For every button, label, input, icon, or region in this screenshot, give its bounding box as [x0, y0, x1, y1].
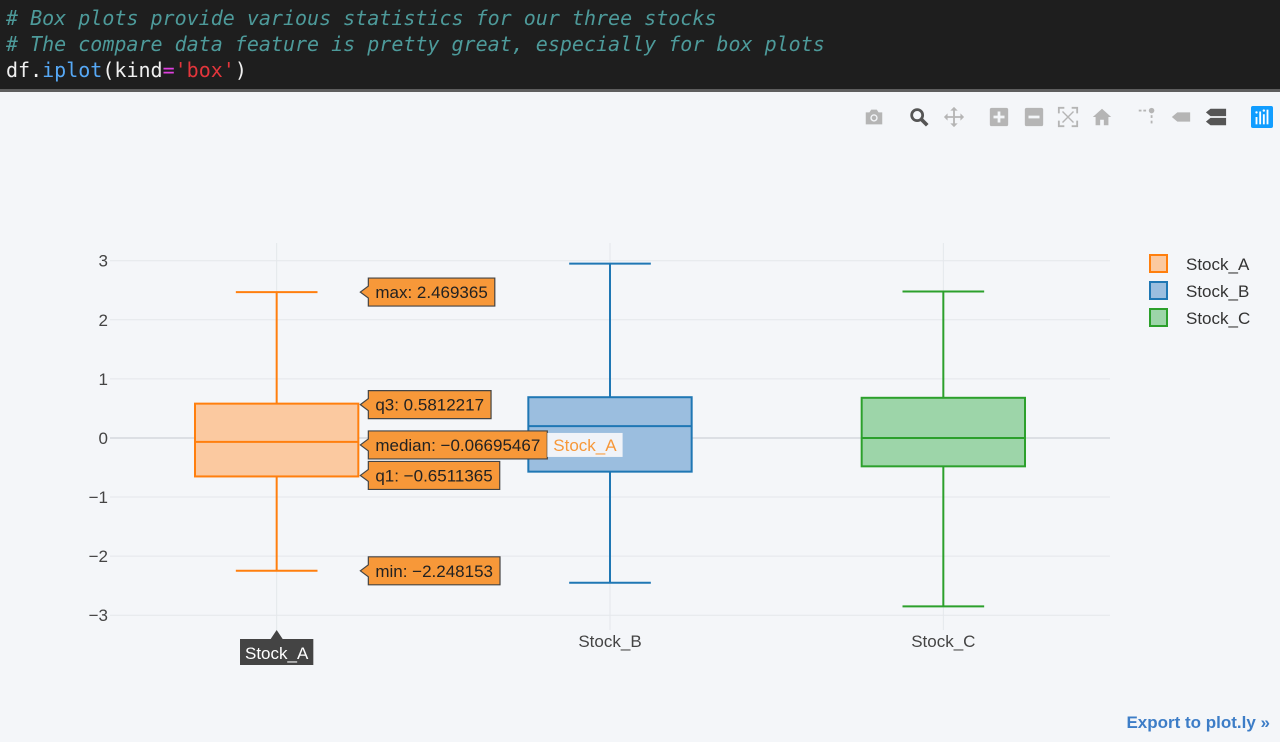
hover-closest-icon[interactable] — [1168, 104, 1194, 130]
zoom-out-icon[interactable] — [1021, 104, 1047, 130]
plotly-logo-icon[interactable] — [1249, 104, 1275, 130]
y-tick-label: −2 — [89, 547, 108, 566]
hover-tip-label: min: −2.248153 — [375, 562, 493, 581]
x-tick-label: Stock_B — [578, 632, 641, 651]
hover-tip-box — [359, 277, 496, 307]
code-eq: = — [162, 58, 175, 82]
legend-item-stock_a[interactable]: Stock_A — [1149, 254, 1250, 274]
hover-tip-box — [359, 460, 501, 491]
hover-axis-label-text: Stock_A — [245, 644, 309, 663]
legend[interactable]: Stock_A Stock_B Stock_C — [1149, 254, 1250, 328]
y-tick-label: 3 — [99, 252, 108, 271]
code-dot: . — [30, 58, 43, 82]
axis-labels: 3 2 1 0 −1 −2 −3 Stock_A Stock_B Stock_C — [89, 252, 976, 651]
box-trace-stock_c[interactable] — [860, 290, 1027, 608]
hover-tip-label: median: −0.06695467 — [375, 436, 540, 455]
hover-tip-max: max: 2.469365 — [359, 277, 496, 307]
hover-tip-box — [359, 430, 548, 460]
legend-swatch — [1149, 281, 1168, 300]
modebar — [855, 104, 1280, 132]
hover-trace-name-bg — [547, 432, 623, 457]
x-tick-label: Stock_C — [911, 632, 975, 651]
zoom-icon[interactable] — [906, 104, 932, 130]
code-comment-2: # The compare data feature is pretty gre… — [6, 32, 825, 56]
hover-axis-label-box — [240, 630, 314, 665]
hover-axis-label: Stock_A — [240, 630, 314, 665]
code-cell[interactable]: # Box plots provide various statistics f… — [0, 0, 1280, 92]
legend-item-stock_b[interactable]: Stock_B — [1149, 281, 1249, 301]
export-to-plotly-link[interactable]: Export to plot.ly » — [1126, 713, 1270, 732]
hover-tip-box — [359, 390, 492, 420]
box-trace-stock_b[interactable] — [527, 262, 693, 584]
legend-label: Stock_B — [1186, 282, 1249, 301]
pan-icon[interactable] — [941, 104, 967, 130]
box-trace-stock_a[interactable] — [194, 291, 360, 572]
hover-tooltips: max: 2.469365 q3: 0.5812217 median: −0.066… — [240, 277, 623, 665]
hover-trace-name: Stock_A — [553, 436, 617, 455]
legend-swatch — [1149, 254, 1168, 273]
hover-tip-median: median: −0.06695467 Stock_A — [359, 430, 623, 460]
hover-tip-label: q1: −0.6511365 — [375, 466, 492, 485]
camera-icon[interactable] — [861, 104, 887, 130]
reset-axes-icon[interactable] — [1089, 104, 1115, 130]
iqr-box — [860, 396, 1027, 468]
code-str: 'box' — [174, 58, 235, 82]
y-tick-label: 2 — [99, 311, 108, 330]
autoscale-icon[interactable] — [1055, 104, 1081, 130]
iqr-box — [194, 402, 360, 478]
code-close: ) — [234, 58, 247, 82]
zoom-in-icon[interactable] — [986, 104, 1012, 130]
y-tick-label: 0 — [99, 429, 108, 448]
code-comment-1: # Box plots provide various statistics f… — [6, 6, 717, 30]
legend-swatch — [1149, 308, 1168, 327]
y-tick-label: 1 — [99, 370, 108, 389]
code-open: (kind — [102, 58, 163, 82]
hover-tip-q3: q3: 0.5812217 — [359, 390, 492, 420]
legend-item-stock_c[interactable]: Stock_C — [1149, 308, 1250, 328]
hover-tip-box — [359, 556, 501, 586]
hover-tip-label: q3: 0.5812217 — [375, 396, 484, 415]
hover-compare-icon[interactable] — [1203, 104, 1229, 130]
code-df: df — [6, 58, 31, 82]
y-tick-label: −1 — [89, 488, 108, 507]
y-tick-label: −3 — [89, 606, 108, 625]
code-func: iplot — [42, 58, 103, 82]
hover-tip-min: min: −2.248153 — [359, 556, 501, 586]
legend-label: Stock_A — [1186, 255, 1250, 274]
spike-lines-icon[interactable] — [1134, 104, 1160, 130]
legend-label: Stock_C — [1186, 309, 1250, 328]
hover-tip-label: max: 2.469365 — [375, 283, 487, 302]
hover-tip-q1: q1: −0.6511365 — [359, 460, 501, 491]
code-statement: df.iplot(kind='box') — [6, 57, 1280, 83]
